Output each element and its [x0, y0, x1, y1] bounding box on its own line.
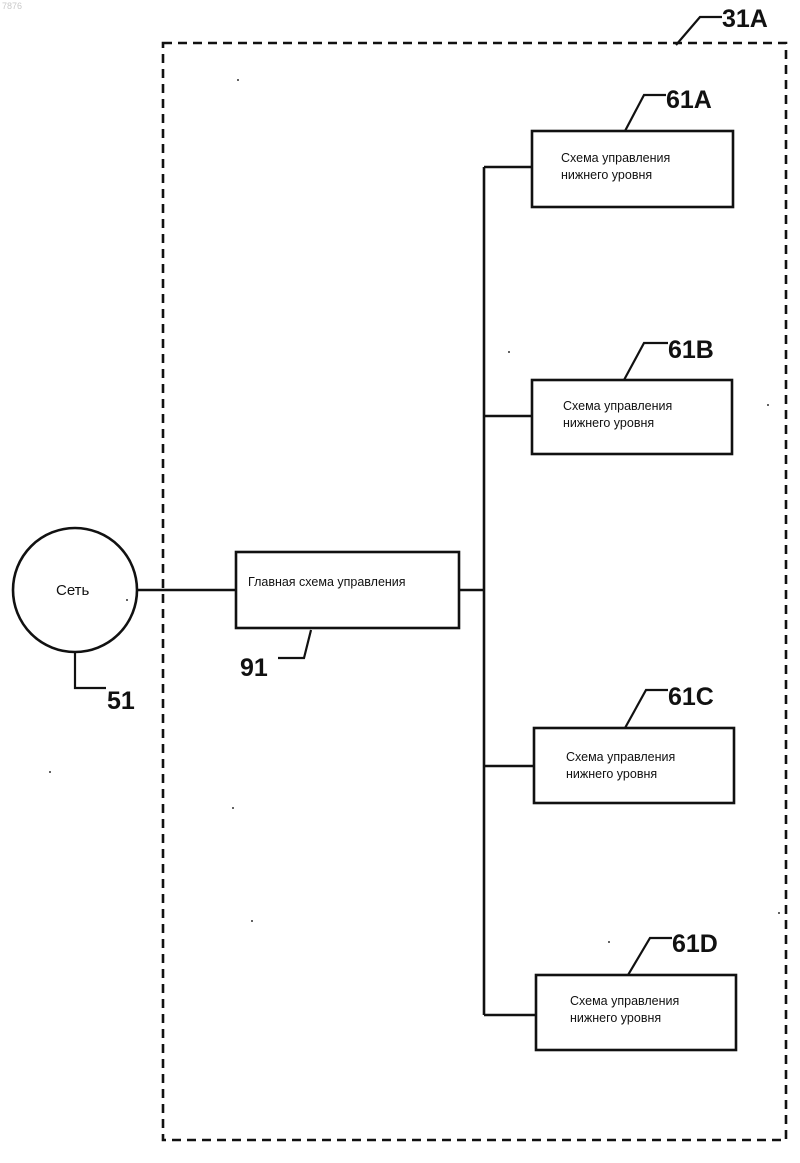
network-ref: 51 [107, 687, 135, 715]
sub-controller-leader [628, 938, 672, 975]
enclosure-31a-ref: 31A [722, 5, 768, 33]
sub-controller-leader [624, 343, 668, 380]
sub-controller-ref: 61B [668, 336, 714, 364]
network-leader [75, 652, 106, 688]
sub-controller-leader [625, 690, 668, 728]
sub-controller-label-line1: Схема управления [563, 399, 672, 413]
network-label: Сеть [56, 582, 90, 599]
sub-controller-ref: 61D [672, 930, 718, 958]
sub-controller-ref: 61A [666, 86, 712, 114]
sub-controller-label-line2: нижнего уровня [563, 416, 654, 430]
scan-specks [49, 79, 780, 943]
sub-controller-61b: Схема управления нижнего уровня 61B [532, 336, 732, 454]
sub-controller-box [534, 728, 734, 803]
main-controller-label: Главная схема управления [248, 575, 406, 589]
sub-controller-label-line1: Схема управления [566, 750, 675, 764]
corner-id: 7876 [2, 1, 22, 11]
sub-controller-leader [625, 95, 666, 131]
sub-controller-label-line1: Схема управления [570, 994, 679, 1008]
sub-controller-61a: Схема управления нижнего уровня 61A [532, 86, 733, 207]
sub-controller-label-line2: нижнего уровня [566, 767, 657, 781]
sub-controller-label-line2: нижнего уровня [561, 168, 652, 182]
main-controller-leader [278, 630, 311, 658]
enclosure-31a-leader [676, 17, 722, 45]
main-controller-box [236, 552, 459, 628]
sub-controller-ref: 61C [668, 683, 714, 711]
sub-controller-61d: Схема управления нижнего уровня 61D [536, 930, 736, 1050]
main-controller-ref: 91 [240, 654, 268, 682]
sub-controller-61c: Схема управления нижнего уровня 61C [534, 683, 734, 803]
sub-controller-label-line1: Схема управления [561, 151, 670, 165]
sub-controller-label-line2: нижнего уровня [570, 1011, 661, 1025]
